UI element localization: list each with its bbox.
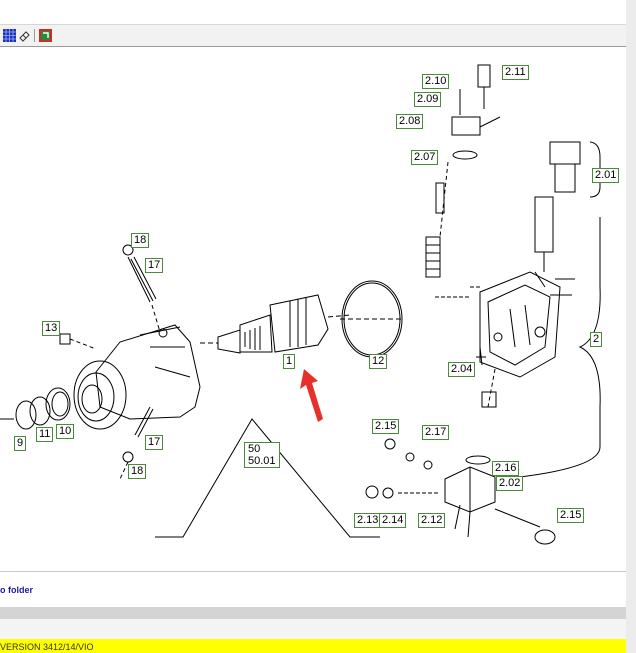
callout-1[interactable]: 1 xyxy=(283,354,296,369)
callout-17-top[interactable]: 17 xyxy=(145,258,164,273)
callout-2-08[interactable]: 2.08 xyxy=(396,114,424,129)
callout-2-10[interactable]: 2.10 xyxy=(422,74,450,89)
version-bar: VERSION 3412/14/VIO xyxy=(0,639,626,653)
callout-2-13[interactable]: 2.13 xyxy=(354,513,382,528)
callout-2[interactable]: 2 xyxy=(590,332,603,347)
toolbar-separator xyxy=(34,29,35,42)
callout-2-07[interactable]: 2.07 xyxy=(411,150,439,165)
callout-2-12[interactable]: 2.12 xyxy=(418,513,446,528)
export-icon[interactable] xyxy=(39,29,52,42)
callout-2-15-left[interactable]: 2.15 xyxy=(372,419,400,434)
parts-illustration xyxy=(0,64,601,545)
eraser-icon[interactable] xyxy=(18,29,31,42)
pointer-arrow xyxy=(300,369,323,422)
window-scrollbar[interactable] xyxy=(626,0,636,653)
callout-50-01: 50.01 xyxy=(248,455,276,467)
callout-2-14[interactable]: 2.14 xyxy=(379,513,407,528)
footer-area xyxy=(0,619,626,639)
callout-2-16[interactable]: 2.16 xyxy=(492,461,520,476)
callout-12[interactable]: 12 xyxy=(369,354,388,369)
callout-9[interactable]: 9 xyxy=(14,436,27,451)
callout-2-04[interactable]: 2.04 xyxy=(448,362,476,377)
exploded-parts-drawing: 2.10 2.11 2.09 2.08 2.07 2.01 18 17 13 1… xyxy=(0,47,626,572)
folder-link[interactable]: o folder xyxy=(0,585,33,595)
callout-11[interactable]: 11 xyxy=(36,427,54,442)
callout-17-bottom[interactable]: 17 xyxy=(145,435,164,450)
callout-50: 50 xyxy=(248,443,261,455)
callout-2-02[interactable]: 2.02 xyxy=(496,476,524,491)
top-strip xyxy=(0,0,626,25)
callout-13[interactable]: 13 xyxy=(42,321,61,336)
separator-band xyxy=(0,607,626,619)
callout-2-01[interactable]: 2.01 xyxy=(592,168,620,183)
callout-2-09[interactable]: 2.09 xyxy=(414,92,442,107)
grid-icon[interactable] xyxy=(3,29,16,42)
callout-2-17[interactable]: 2.17 xyxy=(422,425,450,440)
callout-18-top[interactable]: 18 xyxy=(131,233,150,248)
callout-2-15-right[interactable]: 2.15 xyxy=(557,508,585,523)
callout-18-bottom[interactable]: 18 xyxy=(128,464,147,479)
callout-50-group[interactable]: 50 50.01 xyxy=(244,442,280,468)
version-text: VERSION 3412/14/VIO xyxy=(0,642,94,652)
toolbar xyxy=(0,25,626,47)
callout-10[interactable]: 10 xyxy=(56,424,75,439)
callout-2-11[interactable]: 2.11 xyxy=(502,65,529,80)
